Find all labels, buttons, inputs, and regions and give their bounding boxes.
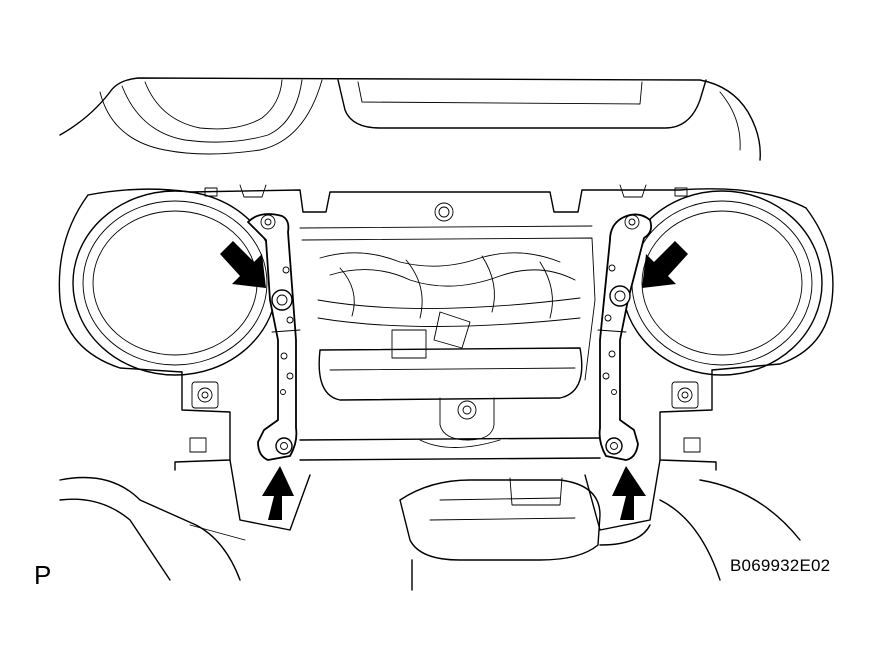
view-letter: P [34,560,52,590]
arrow-lower-left-bolt [262,466,294,520]
arrow-upper-left-bolt [220,241,266,288]
arrow-upper-right-bolt [642,241,688,288]
figure-code: B069932E02 [730,556,831,575]
upper-dash-panel [59,77,761,161]
cluster-housing [58,184,834,376]
harness-and-column [301,237,596,441]
right-bracket [597,213,653,461]
lower-panel [59,369,801,591]
left-bracket [247,213,301,461]
arrow-lower-right-bolt [612,466,646,520]
